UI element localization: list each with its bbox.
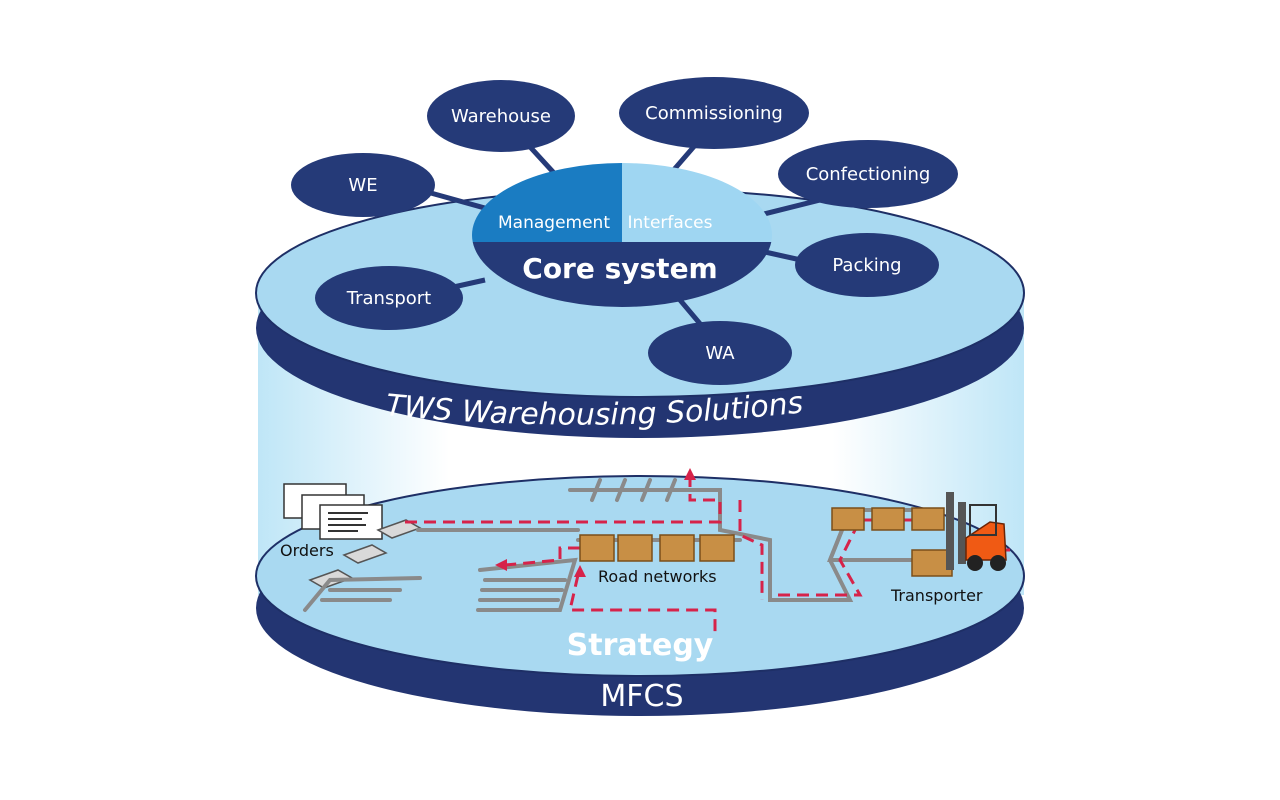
module-commissioning-label: Commissioning (645, 103, 783, 124)
module-wa: WA (648, 321, 792, 385)
forklift-icon (946, 492, 1007, 571)
orders-documents-icon (283, 483, 383, 540)
module-transport-label: Transport (346, 288, 431, 309)
module-we-label: WE (348, 175, 377, 196)
strategy-label: Strategy (567, 628, 714, 663)
route-arrowheads (495, 468, 696, 577)
module-warehouse: Warehouse (427, 80, 575, 152)
mfcs-content: Orders (280, 468, 1010, 663)
module-wa-label: WA (705, 343, 735, 364)
module-warehouse-label: Warehouse (451, 106, 551, 127)
module-confectioning: Confectioning (778, 140, 958, 208)
module-transport: Transport (315, 266, 463, 330)
module-packing: Packing (795, 233, 939, 297)
road-networks-label: Road networks (598, 567, 717, 586)
management-label: Management (498, 213, 610, 233)
package-boxes (579, 507, 953, 577)
interfaces-label: Interfaces (628, 213, 713, 233)
orders-label: Orders (280, 541, 334, 560)
module-commissioning: Commissioning (619, 77, 809, 149)
core-system-label: Core system (522, 252, 717, 285)
module-confectioning-label: Confectioning (806, 164, 931, 185)
transporter-label: Transporter (890, 586, 983, 605)
module-packing-label: Packing (832, 255, 901, 276)
module-we: WE (291, 153, 435, 217)
mfcs-band-label: MFCS (600, 679, 683, 714)
